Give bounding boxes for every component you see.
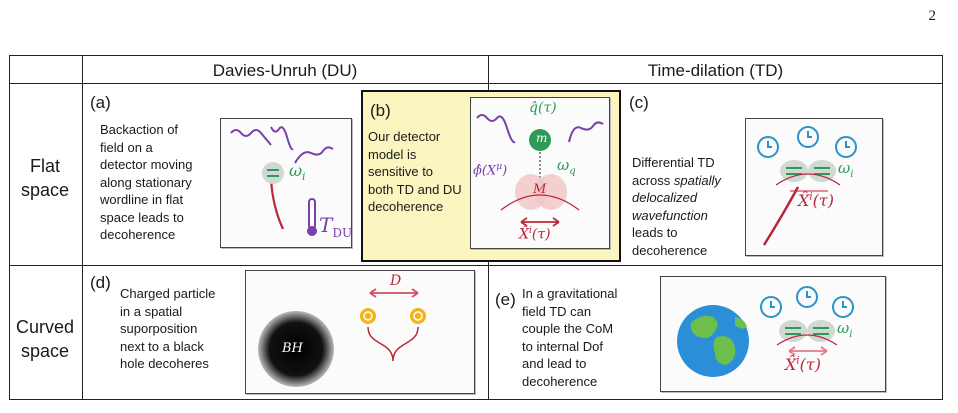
row-divider <box>10 265 942 267</box>
panel-e-label: (e) <box>495 290 516 309</box>
clock-icon <box>760 296 782 318</box>
wavy-photon <box>270 126 294 151</box>
page-number: 2 <box>928 8 937 24</box>
phi-field: ϕ̂(Xμ) <box>473 162 508 179</box>
mass-sphere <box>529 129 551 151</box>
panel-c-illustration: ωi X̂i(τ) <box>745 118 883 256</box>
omega-i: ωi <box>289 161 306 184</box>
X-operator: X̂i(τ) <box>785 355 821 374</box>
black-hole-label: BH <box>282 341 303 356</box>
panel-b-illustration: q̂(τ) m ωq ϕ̂(Xμ) M X̂i(τ) <box>470 97 610 249</box>
panel-b-label: (b) <box>370 101 391 120</box>
charged-particle <box>360 308 376 324</box>
earth-icon <box>677 305 749 377</box>
panel-d-illustration: D BH <box>245 270 475 394</box>
panel-c-description: Differential TD across spatially delocal… <box>632 155 721 258</box>
worldline <box>762 186 800 246</box>
wavy-photon <box>230 129 272 146</box>
panel-e-illustration: ωi X̂i(τ) <box>660 276 886 392</box>
omega-q: ωq <box>557 156 576 177</box>
clock-icon <box>797 126 819 148</box>
M-label: M <box>533 182 547 197</box>
X-operator: X̂i(τ) <box>798 191 834 210</box>
charged-particle <box>410 308 426 324</box>
X-operator: X̂i(τ) <box>519 226 551 243</box>
m-label: m <box>536 131 548 145</box>
panel-a-illustration: ωi TDU <box>220 118 352 248</box>
clock-icon <box>832 296 854 318</box>
header-du: Davies-Unruh (DU) <box>212 61 358 80</box>
panel-d-label: (d) <box>90 273 111 292</box>
header-divider <box>10 83 942 85</box>
label-column-divider <box>82 56 84 399</box>
omega-i: ωi <box>838 159 854 180</box>
distance-D: D <box>390 273 402 289</box>
panel-a-label: (a) <box>90 93 111 112</box>
omega-i: ωi <box>837 319 853 340</box>
wavy-photon <box>294 146 334 164</box>
header-td: Time-dilation (TD) <box>647 61 784 80</box>
q-hat: q̂(τ) <box>529 100 557 116</box>
clock-icon <box>757 136 779 158</box>
temperature-du: TDU <box>319 213 352 240</box>
black-hole <box>258 311 334 387</box>
thermometer-icon <box>308 198 316 230</box>
clock-icon <box>835 136 857 158</box>
clock-icon <box>796 286 818 308</box>
panel-c-label: (c) <box>629 93 649 112</box>
detector-sphere <box>262 162 284 184</box>
